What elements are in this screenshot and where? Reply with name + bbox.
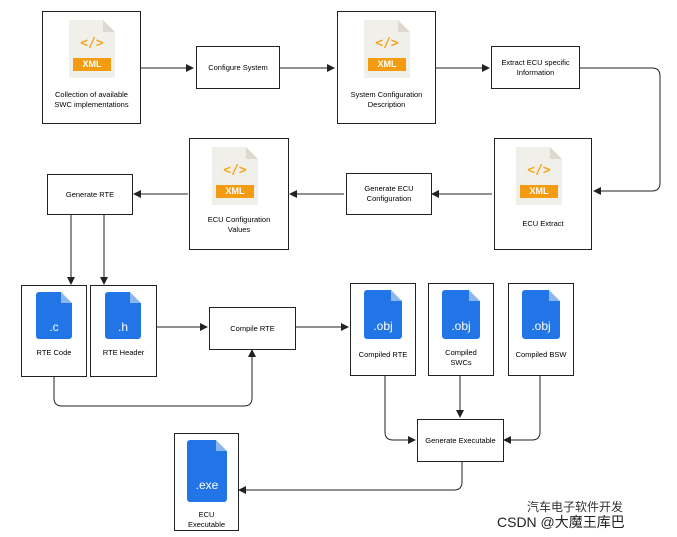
generate-executable-label: Generate Executable (425, 435, 496, 445)
arrow-compiled-rte-to-exec (384, 376, 416, 444)
xml-file-icon: </> XML (69, 20, 115, 78)
ecu-executable-label: ECU Executable (187, 510, 226, 529)
system-config-label: System Configuration Description (350, 90, 423, 109)
arrow-compiled-bsw-to-exec (503, 376, 541, 444)
compiled-bsw-label: Compiled BSW (515, 350, 567, 359)
xml-file-icon: </> XML (212, 147, 258, 205)
compiled-rte-label: Compiled RTE (358, 350, 408, 359)
extract-ecu-info-box: Extract ECU specific Information (491, 46, 580, 89)
compile-rte-label: Compile RTE (230, 323, 275, 333)
h-file-icon: .h (105, 292, 141, 339)
watermark-line2: CSDN @大魔王库巴 (497, 514, 625, 530)
generate-ecu-config-label: Generate ECU Configuration (364, 184, 414, 203)
system-config-box: </> XML System Configuration Description (337, 11, 436, 124)
compile-rte-box: Compile RTE (209, 307, 296, 350)
ecu-extract-label: ECU Extract (522, 219, 564, 228)
extract-ecu-info-label: Extract ECU specific Information (501, 57, 570, 77)
generate-ecu-config-box: Generate ECU Configuration (346, 173, 432, 215)
configure-system-box: Configure System (196, 46, 280, 89)
watermark-line1: 汽车电子软件开发 (527, 500, 624, 514)
arrow-exec-to-ecu-executable (238, 462, 463, 494)
collection-label: Collection of available SWC implementati… (54, 90, 129, 109)
compiled-swcs-box: .obj Compiled SWCs (428, 283, 494, 376)
xml-file-icon: </> XML (516, 147, 562, 205)
rte-header-box: .h RTE Header (90, 285, 157, 377)
compiled-swcs-label: Compiled SWCs (445, 348, 477, 367)
rte-code-box: .c RTE Code (21, 285, 87, 377)
collection-box: </> XML Collection of available SWC impl… (42, 11, 141, 124)
ecu-executable-box: .exe ECU Executable (174, 433, 239, 531)
generate-rte-box: Generate RTE (47, 174, 133, 215)
ecu-config-values-box: </> XML ECU Configuration Values (189, 138, 289, 250)
exe-file-icon: .exe (187, 440, 227, 502)
obj-file-icon: .obj (364, 290, 402, 339)
arrow-code-to-compile (53, 349, 256, 407)
c-file-icon: .c (36, 292, 72, 339)
compiled-bsw-box: .obj Compiled BSW (508, 283, 574, 376)
ecu-config-values-label: ECU Configuration Values (207, 215, 271, 234)
rte-code-label: RTE Code (36, 348, 72, 357)
compiled-rte-box: .obj Compiled RTE (350, 283, 416, 376)
rte-header-label: RTE Header (102, 348, 145, 357)
xml-file-icon: </> XML (364, 20, 410, 78)
ecu-extract-box: </> XML ECU Extract (494, 138, 592, 250)
obj-file-icon: .obj (442, 290, 480, 339)
generate-executable-box: Generate Executable (417, 419, 504, 462)
arrow-extract-to-ecu-extract (580, 67, 661, 195)
generate-rte-label: Generate RTE (65, 189, 115, 199)
obj-file-icon: .obj (522, 290, 560, 339)
configure-system-label: Configure System (208, 62, 268, 72)
